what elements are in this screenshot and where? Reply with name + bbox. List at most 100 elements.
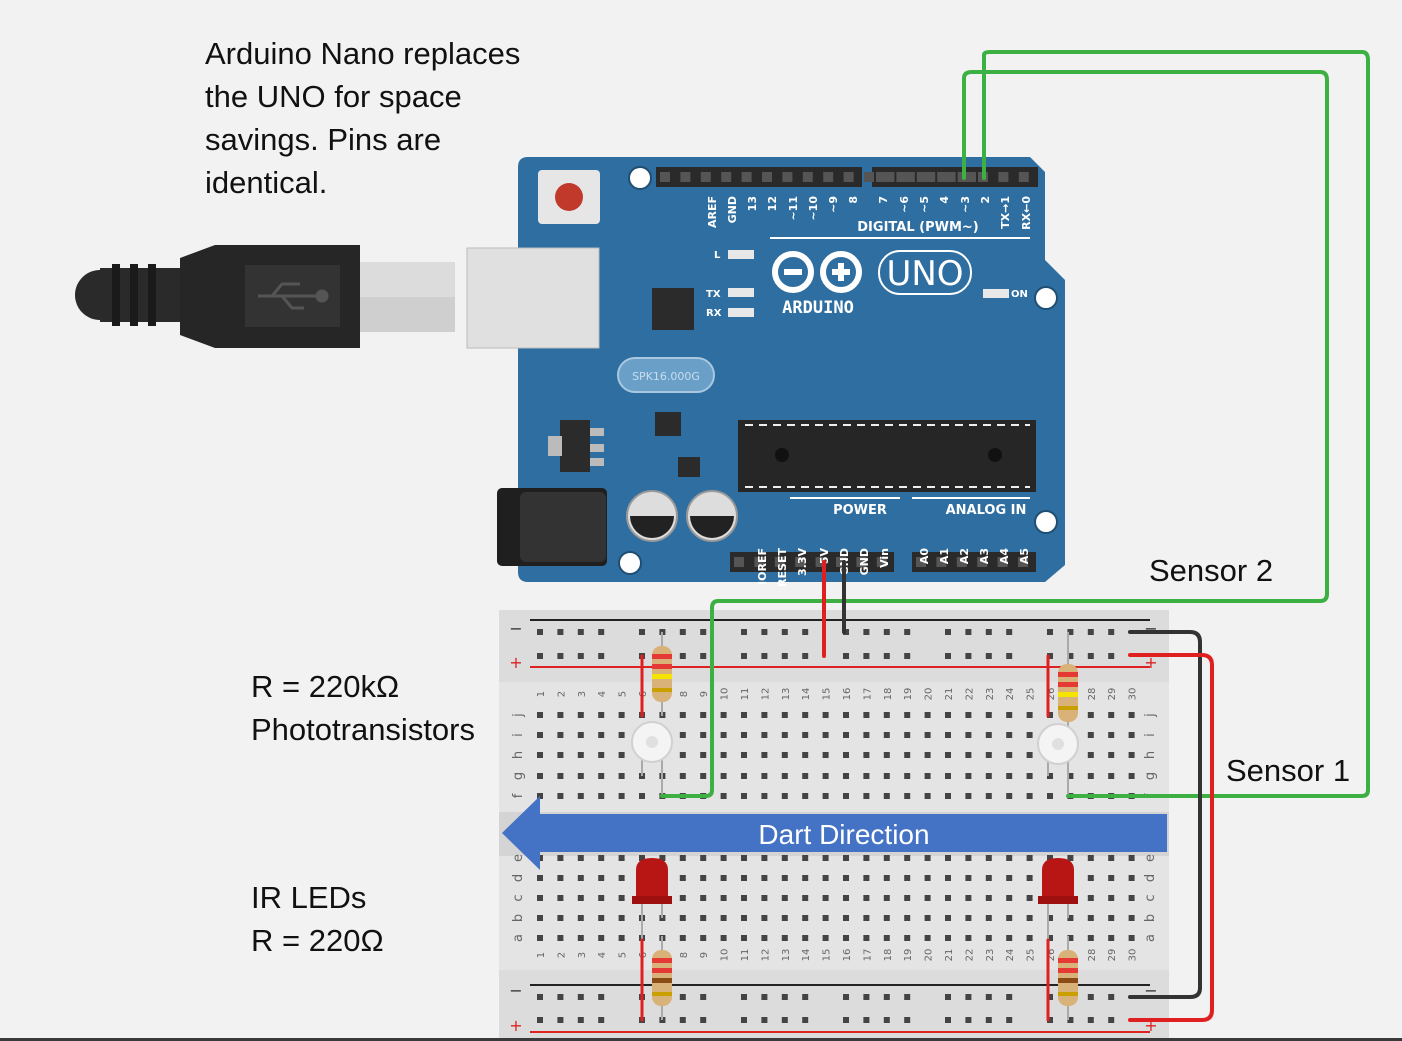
column-label: 23 (985, 949, 996, 962)
sensor1-wire (982, 50, 1370, 798)
column-label: 14 (801, 688, 812, 701)
row-label: h (1143, 751, 1158, 759)
column-label: 3 (577, 952, 588, 958)
resistor-220k-left (652, 632, 672, 716)
digital-pin-label: ~3 (959, 196, 972, 213)
row-label: g (511, 772, 526, 780)
column-label: 12 (760, 688, 771, 701)
column-label: 30 (1128, 949, 1139, 962)
crystal-label: SPK16.000G (632, 370, 700, 383)
digital-pin-label: ~10 (807, 196, 820, 221)
column-label: 20 (924, 688, 935, 701)
column-label: 23 (985, 688, 996, 701)
column-label: 11 (740, 949, 751, 962)
row-label: g (1143, 772, 1158, 780)
row-label: h (511, 751, 526, 759)
column-label: 26 (1046, 688, 1057, 701)
rail-minus-label: − (1144, 619, 1157, 638)
column-label: 8 (679, 952, 690, 958)
analog-pin-label: A5 (1018, 548, 1031, 564)
analog-pin-label: A0 (918, 548, 931, 565)
capacitor (686, 490, 738, 542)
digital-pin-label: ~6 (898, 196, 911, 213)
column-label: 22 (964, 688, 975, 701)
power-pin-label: IOREF (756, 548, 769, 585)
model-label: UNO (886, 254, 963, 294)
analog-pin-label: A2 (958, 548, 971, 564)
power-pin-label: GND (858, 548, 871, 575)
nano-note: Arduino Nano replaces the UNO for space … (205, 36, 521, 200)
usb-icon (258, 282, 329, 310)
row-label: c (1143, 894, 1158, 901)
led-resistor-note: R = 220Ω (251, 923, 384, 958)
column-label: 28 (1087, 688, 1098, 701)
on-led-label: ON (1011, 289, 1028, 300)
column-label: 2 (556, 691, 567, 697)
column-label: 2 (556, 952, 567, 958)
row-label: c (511, 894, 526, 901)
rail-plus-label: + (509, 653, 522, 672)
digital-pin-label: 8 (847, 196, 860, 204)
sensor1-label: Sensor 1 (1226, 753, 1351, 788)
column-label: 18 (883, 949, 894, 962)
analog-pin-label: A1 (938, 548, 951, 564)
digital-pin-label: GND (726, 196, 739, 223)
column-label: 13 (781, 949, 792, 962)
column-label: 25 (1026, 688, 1037, 701)
dart-direction-arrow: Dart Direction (502, 796, 1167, 870)
digital-pin-label: AREF (706, 196, 719, 228)
column-label: 14 (801, 949, 812, 962)
row-label: d (511, 874, 526, 882)
row-label: f (511, 793, 526, 798)
row-label: j (1143, 713, 1158, 718)
digital-pin-label: ~11 (787, 196, 800, 221)
column-label: 13 (781, 688, 792, 701)
rail-minus-label: − (509, 619, 522, 638)
analog-pin-label: A4 (998, 548, 1011, 565)
resistor-220-right (1058, 936, 1078, 1020)
row-label: i (1143, 733, 1158, 737)
power-rail-jumper (1128, 653, 1214, 1022)
resistor-220k-right (1058, 632, 1078, 736)
power-header-label: POWER (833, 503, 887, 518)
rail-plus-label: + (509, 1016, 522, 1035)
column-label: 18 (883, 688, 894, 701)
digital-pin-label: TX→1 (999, 196, 1012, 229)
tx-led-label: TX (706, 289, 721, 300)
power-pin-label: RESET (776, 548, 789, 587)
power-pin-label: 5V (818, 548, 831, 565)
column-label: 24 (1005, 688, 1016, 701)
column-label: 24 (1005, 949, 1016, 962)
column-label: 29 (1107, 949, 1118, 962)
rail-minus-label: − (509, 981, 522, 1000)
digital-pin-label: 4 (938, 196, 951, 204)
column-label: 26 (1046, 949, 1057, 962)
usb-cable (75, 245, 455, 348)
column-label: 5 (618, 691, 629, 697)
column-label: 3 (577, 691, 588, 697)
usb-socket (466, 247, 600, 349)
rail-plus-label: + (1144, 653, 1157, 672)
analog-pin-label: A3 (978, 548, 991, 564)
digital-pin-label: 13 (746, 196, 759, 211)
phototransistor-resistor-note: R = 220kΩ (251, 669, 400, 704)
row-label: e (1143, 854, 1158, 862)
digital-header-label: DIGITAL (PWM~) (857, 220, 978, 235)
bottom-border (0, 1038, 1402, 1041)
column-label: 15 (822, 688, 833, 701)
column-label: 5 (618, 952, 629, 958)
power-pin-label: Vin (878, 548, 891, 568)
column-label: 17 (862, 949, 873, 962)
column-label: 25 (1026, 949, 1037, 962)
row-label: a (511, 934, 526, 942)
column-label: 28 (1087, 949, 1098, 962)
ir-led-left (632, 858, 672, 940)
row-label: i (511, 733, 526, 737)
row-label: d (1143, 874, 1158, 882)
l-led-label: L (714, 250, 721, 261)
ir-led-right (1038, 858, 1078, 940)
ground-rail-jumper (1128, 630, 1202, 999)
arduino-logo-icon (772, 251, 862, 293)
dart-direction-label: Dart Direction (758, 819, 929, 850)
